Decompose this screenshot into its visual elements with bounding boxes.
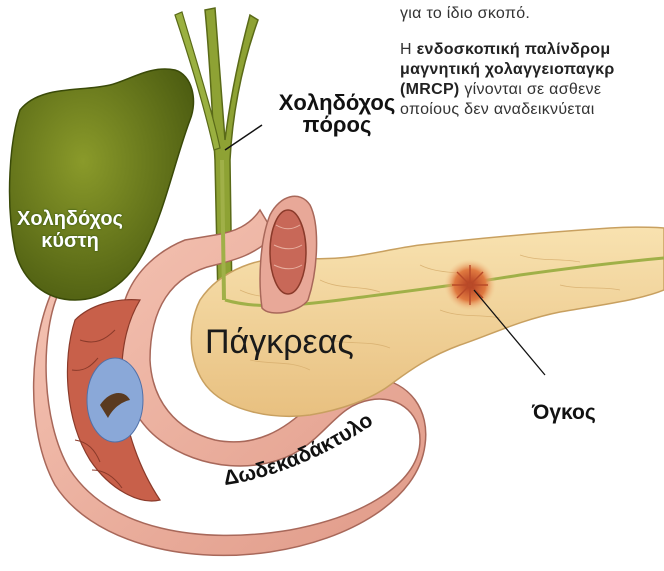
article-paragraph-2: Η ενδοσκοπική παλίνδρομ μαγνητική χολαγγ… bbox=[400, 40, 615, 120]
bold-term-1: ενδοσκοπική παλίνδρομ bbox=[417, 41, 611, 58]
cut-tube-opening bbox=[270, 210, 306, 294]
label-bile-duct: Χοληδόχος πόρος bbox=[262, 92, 412, 136]
label-pancreas: Πάγκρεας bbox=[205, 322, 354, 362]
label-tumor: Όγκος bbox=[532, 402, 596, 424]
article-line-1: για το ίδιο σκοπό. bbox=[400, 4, 530, 24]
bold-term-2: μαγνητική χολαγγειοπαγκρ bbox=[400, 61, 615, 78]
common-bile-duct bbox=[222, 160, 224, 300]
label-gallbladder: Χοληδόχος κύστη bbox=[0, 208, 140, 252]
